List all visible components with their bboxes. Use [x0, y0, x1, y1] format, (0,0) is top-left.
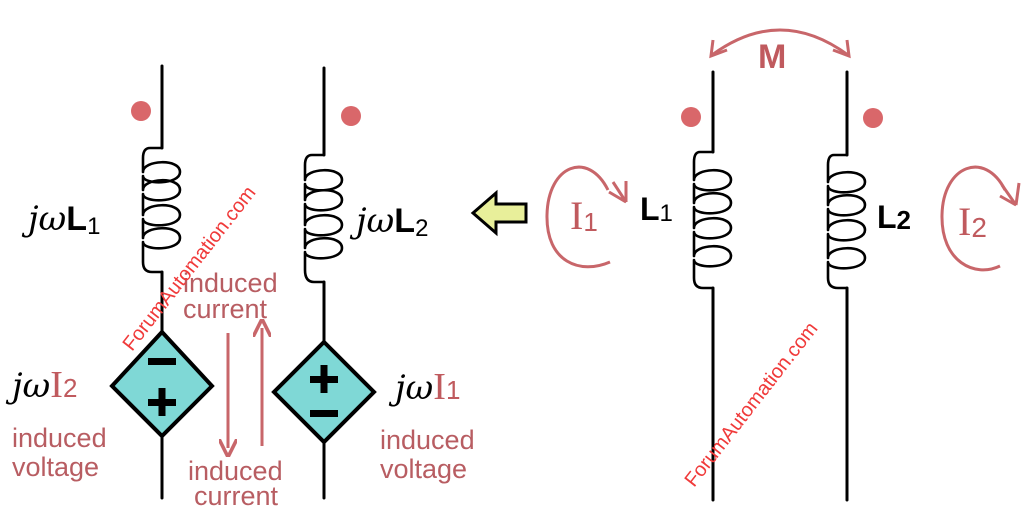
- caption-induced-voltage-2a: induced: [380, 425, 475, 455]
- label-l2: L2: [877, 199, 911, 235]
- polarity-dot: [341, 106, 361, 126]
- label-mutual-inductance: M: [758, 38, 786, 76]
- caption-induced-current-top-b: current: [183, 294, 268, 324]
- polarity-dot: [131, 101, 151, 121]
- mutual-coupling-arc: [711, 28, 849, 57]
- right-branch-l1: [681, 70, 733, 502]
- inductor-coil-l1: [692, 150, 733, 290]
- left-branch-1: [109, 64, 215, 500]
- caption-induced-current-bottom-b: current: [194, 481, 279, 511]
- label-jwl2: jωL2: [349, 201, 428, 242]
- equivalence-arrow-icon: [470, 189, 528, 237]
- caption-induced-current-bottom-a: induced: [188, 456, 283, 486]
- polarity-dot: [863, 108, 883, 128]
- right-branch-l2: [826, 70, 883, 502]
- arc-arrowhead-right: [832, 39, 851, 59]
- current-loop-i1-icon: [545, 165, 611, 269]
- inductor-coil-l2: [826, 153, 867, 290]
- caption-induced-voltage-2b: voltage: [380, 454, 467, 484]
- minus-sign: [310, 410, 338, 417]
- caption-induced-current-top-a: induced: [183, 268, 278, 298]
- arc-arrowhead-left: [709, 39, 728, 59]
- inductor-coil-l2: [303, 153, 344, 284]
- label-l1: L1: [640, 191, 673, 227]
- left-branch-2: [271, 66, 377, 500]
- label-i1: I1: [570, 193, 598, 238]
- label-jwi1: jωI1: [388, 366, 460, 408]
- label-i2: I2: [958, 199, 987, 244]
- plus-sign-v: [158, 388, 166, 416]
- caption-induced-voltage-1b: voltage: [12, 452, 99, 482]
- plus-sign-v: [320, 365, 328, 393]
- minus-sign: [148, 358, 176, 365]
- current-loop-i2-arrowhead: [999, 182, 1021, 207]
- inductor-coil-l1: [141, 146, 182, 274]
- watermark-right: ForumAutomation.com: [681, 318, 823, 491]
- label-jwi2: jωI2: [5, 364, 77, 406]
- label-jwl1: jωL1: [21, 199, 100, 240]
- current-loop-i1-arrowhead: [608, 181, 628, 204]
- current-loop-i2-icon: [940, 165, 1007, 272]
- polarity-dot: [681, 107, 701, 127]
- caption-induced-voltage-1a: induced: [12, 423, 107, 453]
